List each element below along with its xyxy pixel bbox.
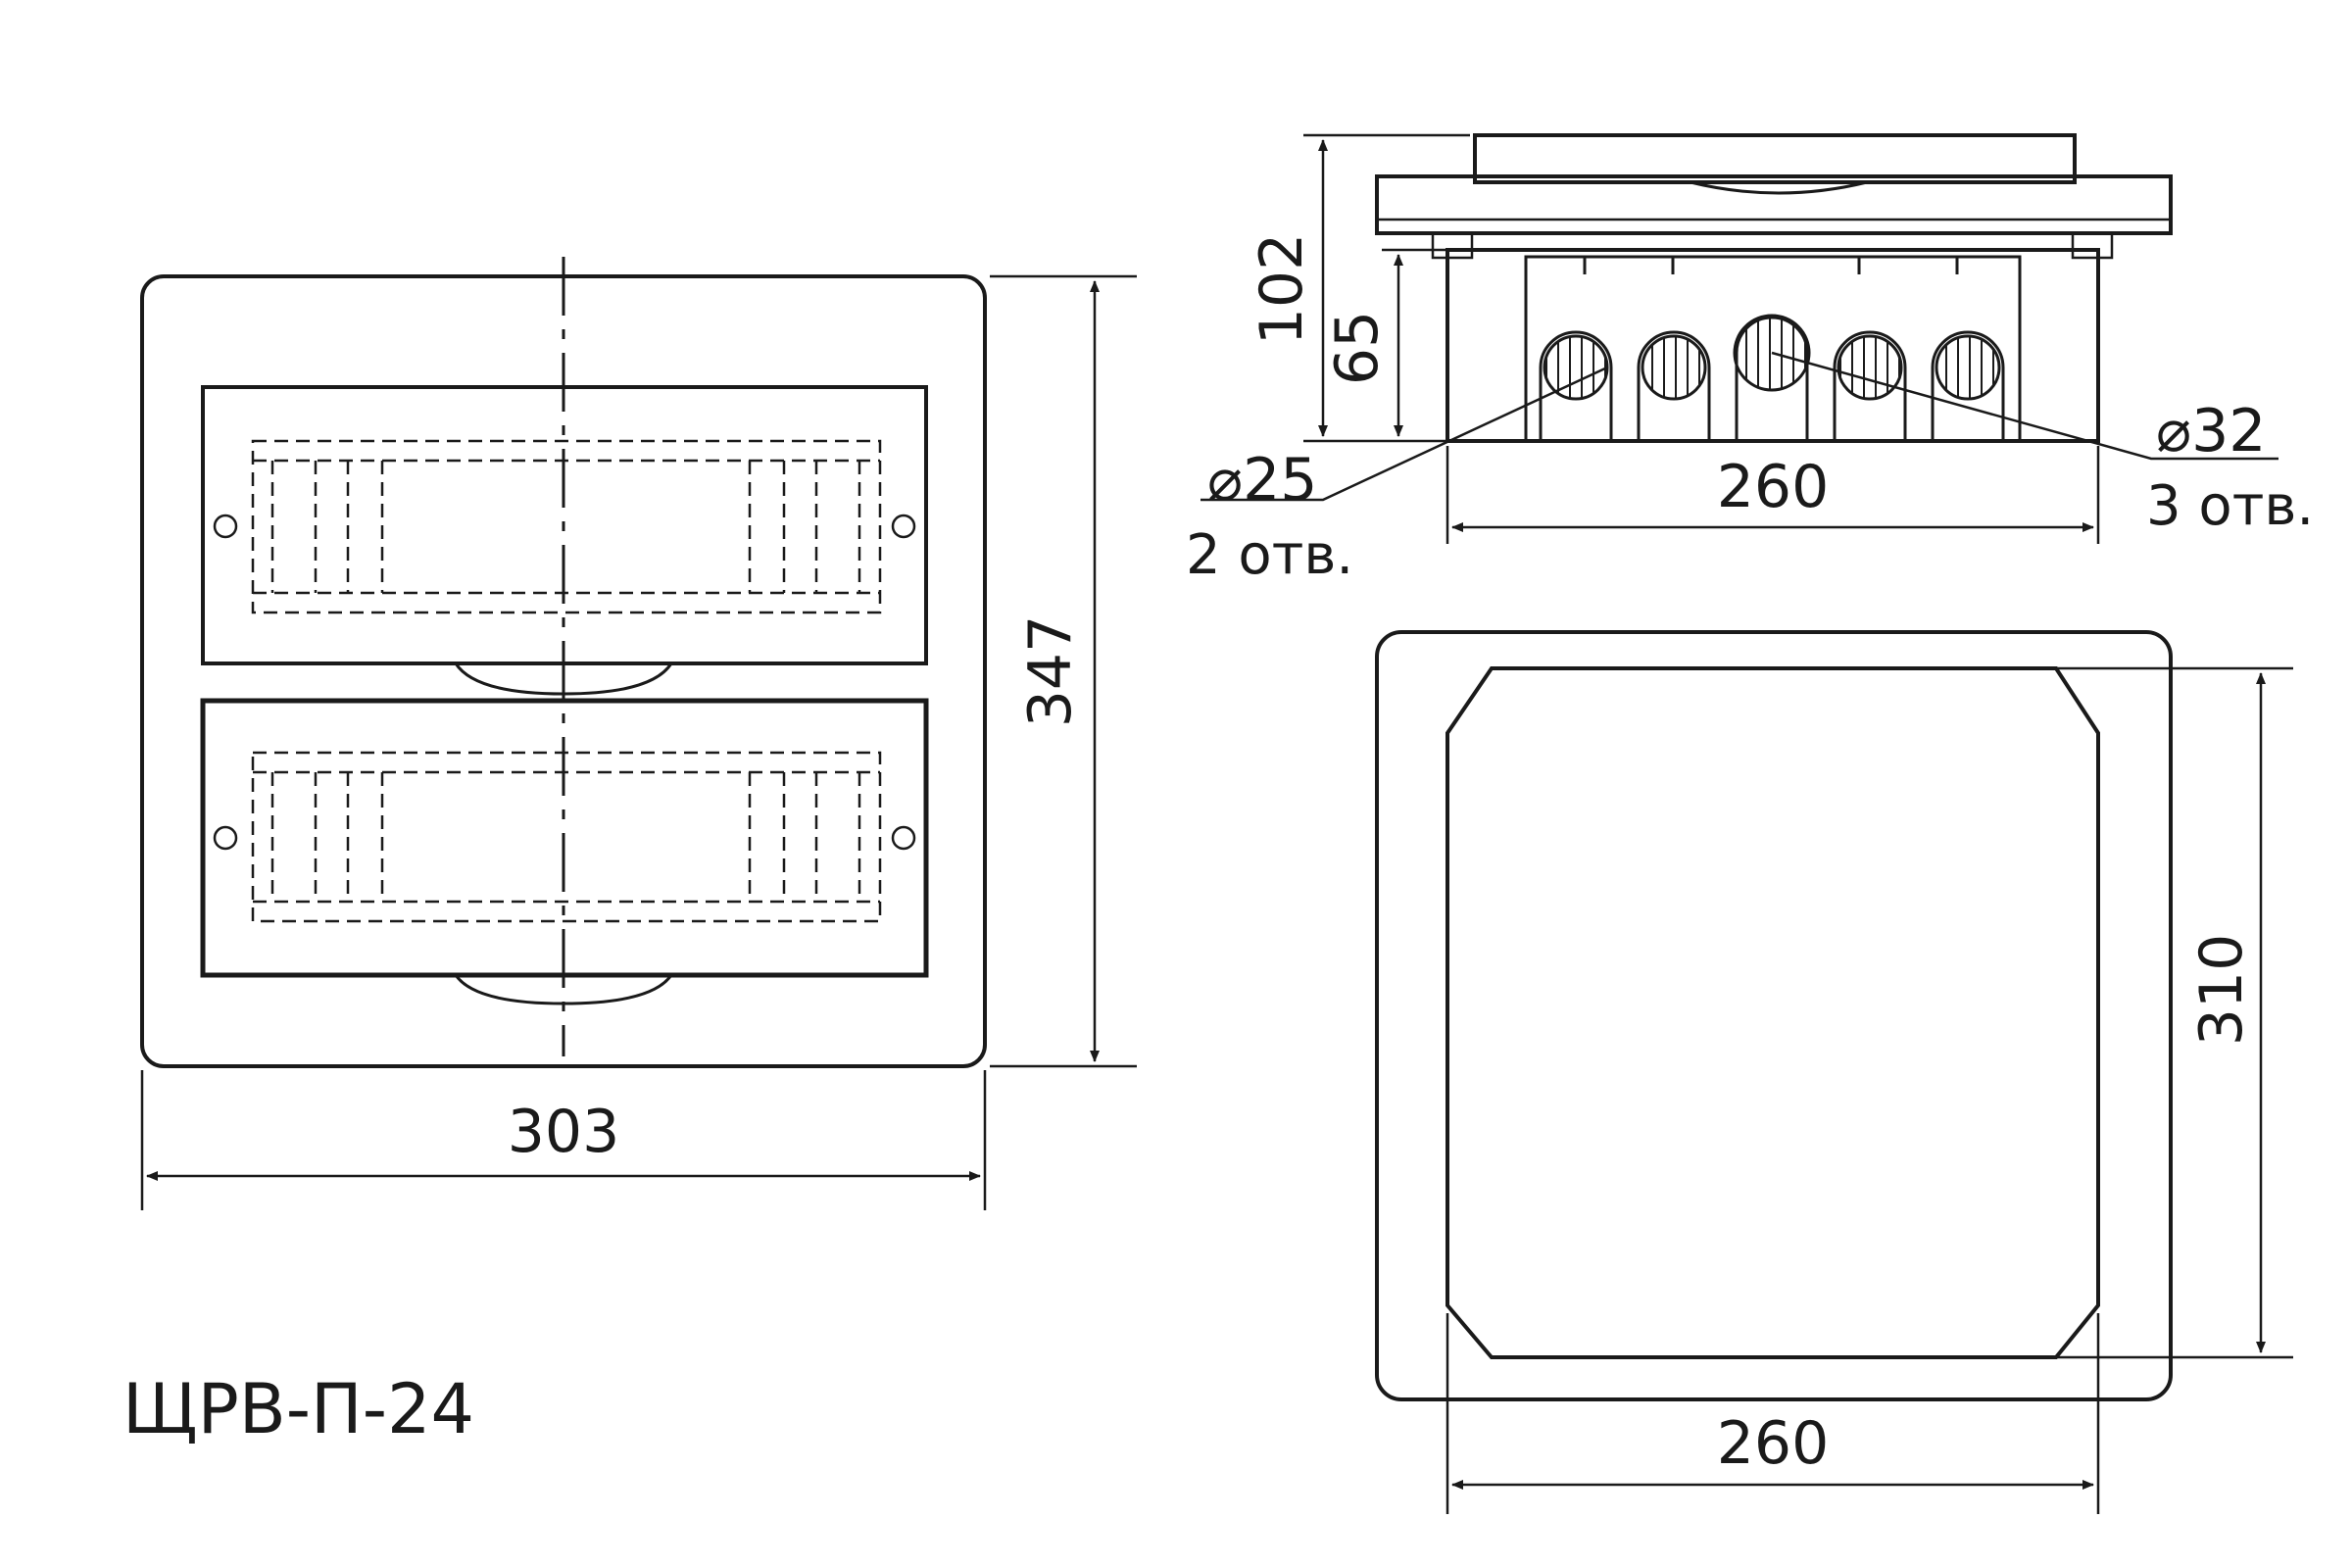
side-total-depth-dimension (1303, 133, 1470, 443)
front-height-dimension (990, 274, 1137, 1068)
large-hole-diameter: ⌀32 (2156, 397, 2266, 466)
small-hole-diameter: ⌀25 (1207, 446, 1317, 514)
front-height-label: 347 (1016, 615, 1085, 728)
back-height-label: 310 (2187, 934, 2256, 1047)
front-view (140, 257, 1137, 1210)
cable-knockouts (1539, 314, 2005, 441)
front-width-dimension (140, 1070, 987, 1210)
side-clip (2071, 231, 2114, 260)
back-width-label: 260 (1717, 1409, 1830, 1478)
door-handle (453, 662, 674, 696)
leader-25 (1200, 366, 1608, 502)
back-box-outline (1446, 666, 2100, 1359)
back-view (1375, 630, 2293, 1514)
side-box-depth-dimension (1382, 248, 1447, 437)
screw-icon (891, 514, 916, 539)
side-width-dimension (1446, 446, 2100, 544)
side-view (1200, 133, 2278, 544)
side-width-label: 260 (1717, 453, 1830, 521)
leader-32 (1771, 351, 2278, 461)
back-width-dimension (1446, 1313, 2100, 1514)
door-handle (453, 973, 674, 1005)
screw-icon (891, 825, 916, 851)
side-clip (1431, 231, 1474, 260)
screw-icon (213, 825, 238, 851)
side-flange (1375, 174, 2173, 235)
door-handle (1690, 180, 1868, 195)
lower-module-window (200, 698, 929, 1005)
front-width-label: 303 (508, 1098, 620, 1166)
large-hole-count: 3 отв. (2146, 474, 2314, 538)
side-box-depth-label: 65 (1323, 311, 1392, 385)
upper-module-window (201, 385, 928, 696)
model-label: ЩРВ-П-24 (122, 1369, 474, 1449)
back-height-dimension (2056, 666, 2293, 1359)
small-hole-count: 2 отв. (1186, 523, 1353, 587)
back-flange (1375, 630, 2173, 1401)
screw-icon (213, 514, 238, 539)
side-total-depth-label: 102 (1248, 233, 1316, 346)
side-door (1473, 133, 2077, 184)
